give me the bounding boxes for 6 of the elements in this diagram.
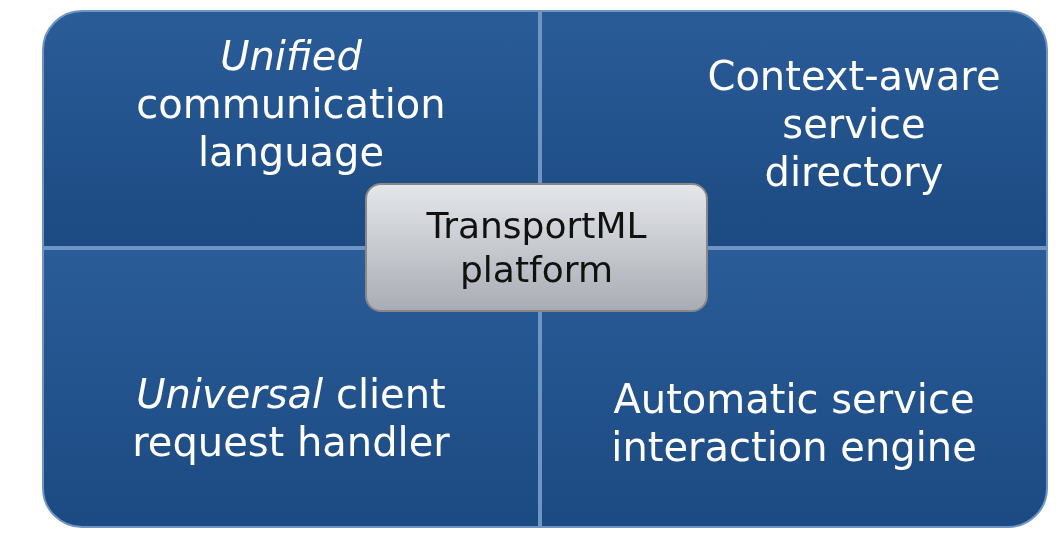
panel-text: Automatic service interaction engine <box>610 375 978 471</box>
panel-text: Universal client request handler <box>131 370 451 466</box>
center-box <box>365 183 708 312</box>
panel-text: Unified communication language <box>135 32 447 176</box>
panel-text: TransportML platform <box>425 204 648 291</box>
panel-text: Context-aware service directory <box>706 52 1002 196</box>
